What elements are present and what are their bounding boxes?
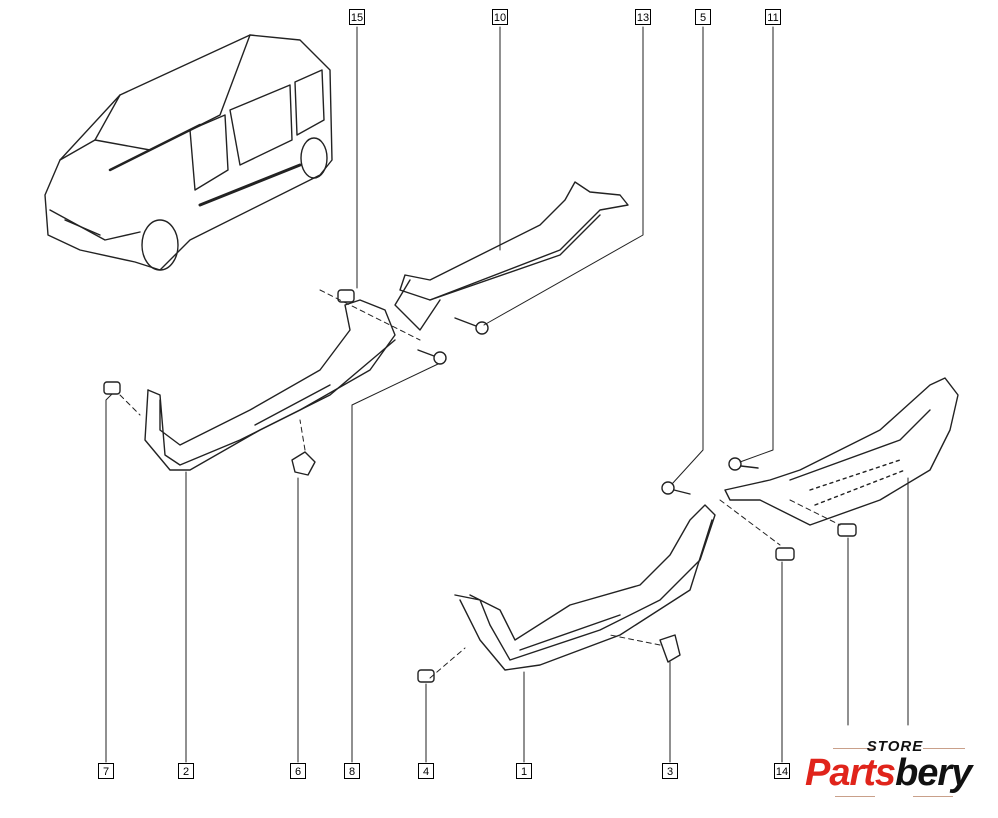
clip-7 [103, 381, 121, 395]
callout-11: 11 [765, 9, 781, 25]
screw-11 [728, 457, 742, 471]
clip-3 [659, 634, 681, 663]
vehicle-illustration [44, 34, 333, 271]
logo-rule [913, 796, 953, 797]
logo-store-text: STORE [866, 738, 924, 755]
callout-3: 3 [662, 763, 678, 779]
partsbery-logo: STORE Partsbery [805, 738, 985, 798]
callout-2: 2 [178, 763, 194, 779]
clip-14a [775, 547, 795, 561]
screw-5 [661, 481, 675, 495]
clip-4 [417, 669, 435, 683]
callout-14: 14 [774, 763, 790, 779]
dashed-arrows [119, 289, 841, 679]
callout-8: 8 [344, 763, 360, 779]
clips-and-screws [103, 289, 857, 683]
callout-10: 10 [492, 9, 508, 25]
logo-brand-text: Partsbery [805, 752, 972, 795]
callout-5: 5 [695, 9, 711, 25]
callout-1: 1 [516, 763, 532, 779]
clip-15 [337, 289, 355, 303]
part-2-sill-trim [144, 299, 396, 471]
part-1-sill-trim [454, 504, 716, 671]
logo-rule [923, 748, 965, 749]
leader-lines [105, 26, 909, 763]
clip-14b [837, 523, 857, 537]
logo-rule [833, 748, 875, 749]
callout-4: 4 [418, 763, 434, 779]
callout-6: 6 [290, 763, 306, 779]
callout-7: 7 [98, 763, 114, 779]
logo-rule [835, 796, 875, 797]
clip-6 [291, 451, 316, 476]
part-10-sill-trim [394, 181, 629, 331]
part-rear-step-trim [724, 377, 959, 526]
logo-brand-part1: Parts [805, 752, 896, 794]
screw-8 [433, 351, 447, 365]
screw-13 [475, 321, 489, 335]
callout-15: 15 [349, 9, 365, 25]
callout-13: 13 [635, 9, 651, 25]
logo-brand-part2: bery [895, 752, 972, 794]
